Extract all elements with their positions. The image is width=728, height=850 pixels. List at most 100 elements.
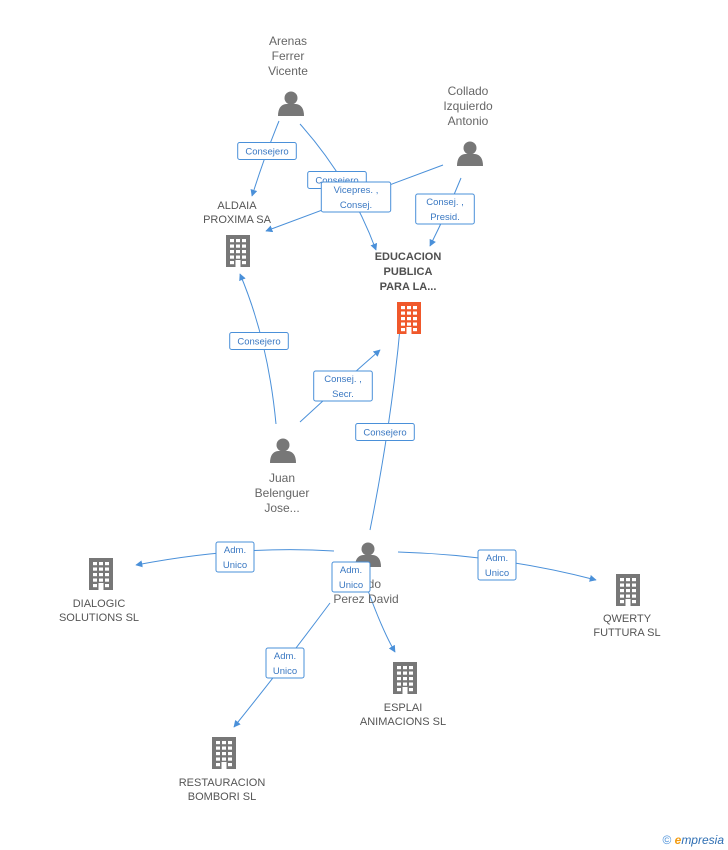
- building-window: [409, 666, 413, 670]
- building-window: [105, 578, 109, 582]
- building-icon: [393, 662, 417, 694]
- node-label-line: ESPLAI: [384, 702, 423, 714]
- edge-label-e11[interactable]: Adm.Unico: [331, 561, 371, 593]
- edge-label-text: Secr.: [332, 389, 354, 400]
- edge-label-box: [415, 193, 475, 225]
- edge-label-text: Consejero: [363, 428, 406, 439]
- edge-label-text: Unico: [339, 580, 363, 591]
- edge-label-e5[interactable]: Consejero: [229, 332, 289, 350]
- building-window: [632, 583, 636, 587]
- node-label-line: Arenas: [269, 34, 307, 48]
- building-door: [221, 762, 227, 769]
- edge-label-e7[interactable]: Consejero: [355, 423, 415, 441]
- building-window: [222, 746, 226, 750]
- brand-footer[interactable]: © empresia: [662, 833, 724, 847]
- building-window: [403, 671, 407, 675]
- building-window: [242, 255, 246, 259]
- building-window: [409, 688, 413, 692]
- edge-label-text: Unico: [273, 666, 297, 677]
- building-window: [632, 589, 636, 593]
- building-window: [105, 562, 109, 566]
- building-window: [242, 261, 246, 265]
- edge-label-e4[interactable]: Consej. ,Presid.: [415, 193, 475, 225]
- building-window: [216, 763, 220, 767]
- building-icon: [89, 558, 113, 590]
- building-window: [99, 573, 103, 577]
- building-window: [228, 752, 232, 756]
- building-window: [93, 584, 97, 588]
- person-icon: [457, 141, 483, 166]
- building-window: [228, 757, 232, 761]
- building-window: [626, 589, 630, 593]
- edge-label-text: Vicepres. ,: [334, 185, 379, 196]
- building-window: [230, 239, 234, 243]
- edge-line-e11: [365, 584, 396, 653]
- building-window: [407, 317, 411, 321]
- building-window: [93, 573, 97, 577]
- building-window: [620, 583, 624, 587]
- building-window: [99, 578, 103, 582]
- edge-label-text: Unico: [223, 560, 247, 571]
- node-label-line: PARA LA...: [380, 281, 437, 293]
- building-window: [401, 322, 405, 326]
- building-window: [105, 573, 109, 577]
- building-window: [242, 244, 246, 248]
- building-window: [403, 666, 407, 670]
- edge-label-e9[interactable]: Adm.Unico: [477, 549, 517, 581]
- building-door: [235, 260, 241, 267]
- building-door: [402, 687, 408, 694]
- building-window: [620, 594, 624, 598]
- brand-name: mpresia: [681, 833, 724, 847]
- building-window: [216, 752, 220, 756]
- building-window: [632, 578, 636, 582]
- building-window: [236, 255, 240, 259]
- building-window: [632, 594, 636, 598]
- person-body: [457, 154, 483, 166]
- edge-label-box: [265, 647, 305, 679]
- building-window: [230, 250, 234, 254]
- edge-label-e10[interactable]: Adm. Unico: [265, 647, 305, 679]
- building-door: [406, 327, 412, 334]
- building-window: [401, 306, 405, 310]
- building-window: [242, 250, 246, 254]
- building-window: [222, 741, 226, 745]
- edge-label-e3[interactable]: Vicepres. ,Consej.: [320, 181, 392, 213]
- person-icon: [278, 91, 304, 116]
- node-label-line: Izquierdo: [443, 99, 493, 113]
- person-icon: [270, 438, 296, 463]
- edge-label-e1[interactable]: Consejero: [237, 142, 297, 160]
- edge-label-e6[interactable]: Consej. , Secr.: [313, 370, 373, 402]
- building-window: [228, 746, 232, 750]
- building-window: [99, 562, 103, 566]
- building-window: [407, 306, 411, 310]
- building-window: [216, 757, 220, 761]
- edge-label-text: Adm.: [486, 553, 508, 564]
- building-window: [93, 578, 97, 582]
- edge-label-text: Adm.: [274, 651, 296, 662]
- node-label-line: Ferrer: [272, 49, 305, 63]
- node-label-line: Vicente: [268, 64, 308, 78]
- building-window: [216, 741, 220, 745]
- building-window: [409, 682, 413, 686]
- building-window: [230, 255, 234, 259]
- edge-label-text: Consej. ,: [324, 374, 362, 385]
- building-window: [230, 261, 234, 265]
- edge-label-box: [331, 561, 371, 593]
- edge-label-e8[interactable]: Adm.Unico: [215, 541, 255, 573]
